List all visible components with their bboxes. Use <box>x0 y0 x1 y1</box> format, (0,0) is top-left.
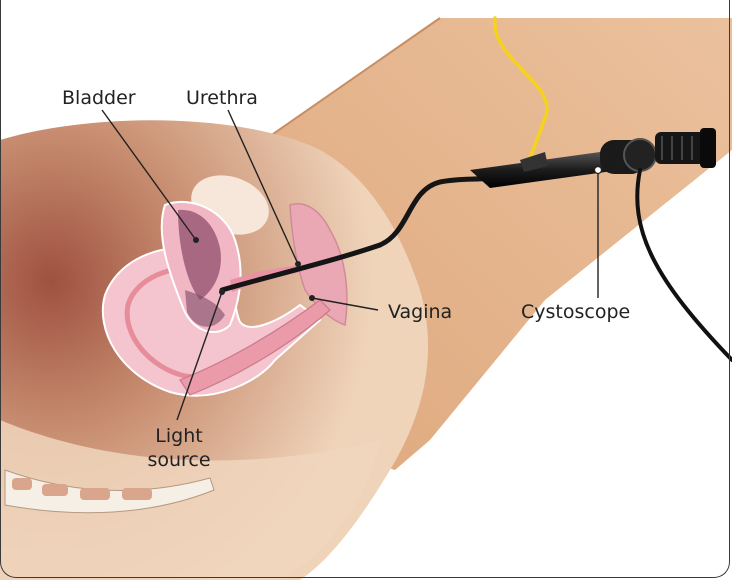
label-light-source-line2: source <box>144 448 214 472</box>
label-vagina: Vagina <box>388 300 452 324</box>
label-bladder: Bladder <box>62 86 136 110</box>
label-cystoscope: Cystoscope <box>521 300 630 324</box>
label-urethra: Urethra <box>186 86 258 110</box>
label-light-source-line1: Light <box>144 424 214 448</box>
label-light-source: Light source <box>144 424 214 472</box>
